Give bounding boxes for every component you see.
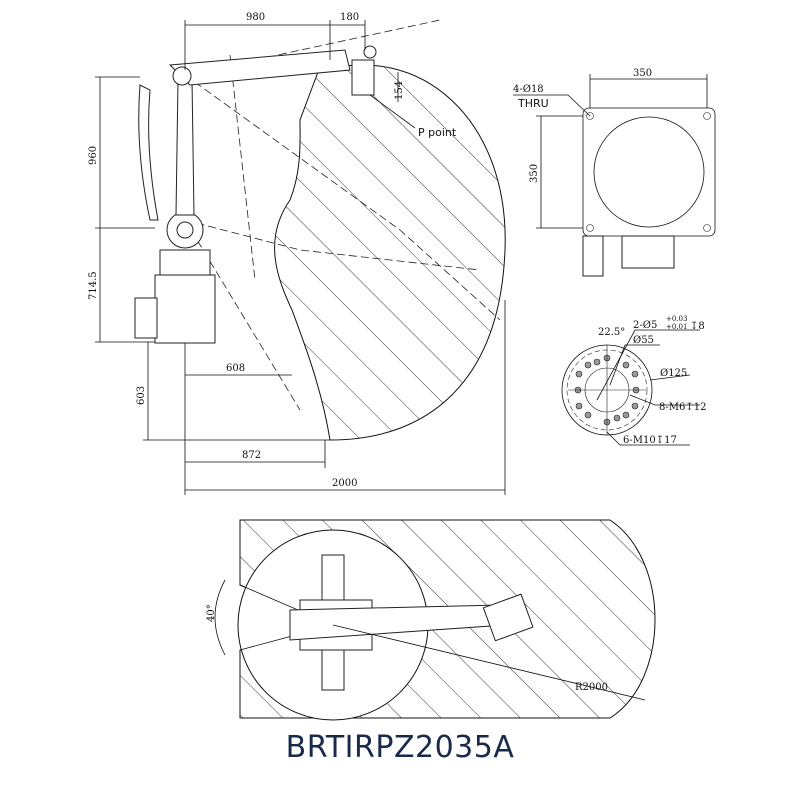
flange-tol-lower: +0.01 [666, 323, 687, 331]
flange-angle: 22.5° [598, 327, 625, 338]
top-angle: 40° [206, 604, 217, 622]
flange-dia-125: Ø125 [660, 368, 687, 379]
base-thru: THRU [517, 97, 549, 110]
base-height: 350 [529, 164, 540, 183]
flange-m10: 6-M10↧17 [623, 435, 677, 446]
flange-m6: 8-M6↧12 [659, 402, 706, 413]
top-radius: R2000 [575, 682, 608, 693]
dim-154: 154 [394, 81, 405, 100]
flange-view: 22.5° 2-Ø5 +0.03 +0.01 ↧8 Ø55 Ø125 8-M6↧… [561, 315, 706, 446]
dim-2000: 2000 [332, 478, 357, 489]
base-view: 350 350 4-Ø18 THRU [513, 68, 716, 277]
flange-pin-depth: ↧8 [690, 321, 705, 332]
dim-960: 960 [88, 146, 99, 165]
dim-608: 608 [226, 363, 245, 374]
work-envelope-side [274, 64, 506, 441]
robot-arm-top [289, 554, 534, 691]
dim-980: 980 [246, 12, 265, 23]
flange-pin-holes: 2-Ø5 [633, 320, 657, 331]
robot-arm-side [134, 45, 377, 344]
dim-180: 180 [340, 12, 359, 23]
p-point-label: P point [418, 126, 457, 139]
base-holes: 4-Ø18 [513, 84, 544, 95]
side-view: 980 180 154 960 714.5 608 603 872 2000 P… [88, 12, 506, 495]
base-width: 350 [633, 68, 652, 79]
dim-603: 603 [136, 386, 147, 405]
model-name: BRTIRPZ2035A [285, 730, 515, 765]
dim-714-5: 714.5 [88, 271, 99, 300]
dim-872: 872 [242, 450, 261, 461]
flange-dia-55: Ø55 [633, 335, 654, 346]
flange-tol-upper: +0.03 [666, 315, 687, 323]
top-view: 40° R2000 [206, 519, 656, 721]
